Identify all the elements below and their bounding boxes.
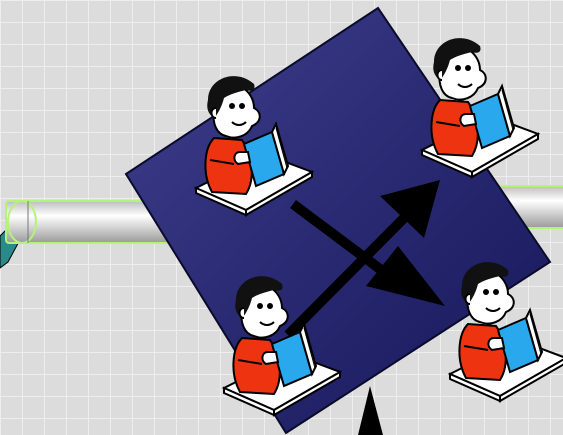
diagram-canvas	[0, 0, 563, 435]
diagram-svg	[0, 0, 563, 435]
